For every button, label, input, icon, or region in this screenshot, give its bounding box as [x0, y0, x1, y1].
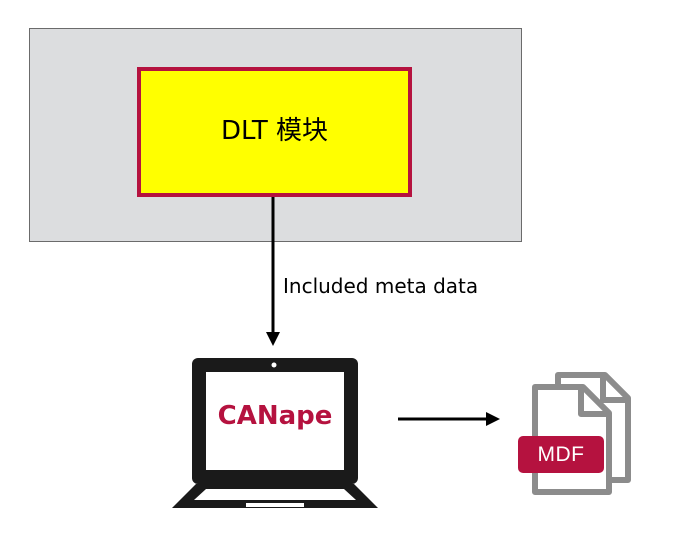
laptop-icon	[172, 358, 378, 508]
laptop-screen-label: CANape	[217, 401, 333, 431]
file-format-badge: MDF	[518, 436, 604, 473]
file-format-label: MDF	[537, 442, 585, 466]
dlt-module-box: DLT 模块	[137, 67, 412, 197]
document-stack-icon	[532, 372, 631, 495]
down-arrow-connector	[266, 197, 280, 346]
dlt-module-label: DLT 模块	[220, 115, 329, 146]
connection-label: Included meta data	[283, 274, 479, 298]
arrow-right-icon	[398, 412, 500, 426]
